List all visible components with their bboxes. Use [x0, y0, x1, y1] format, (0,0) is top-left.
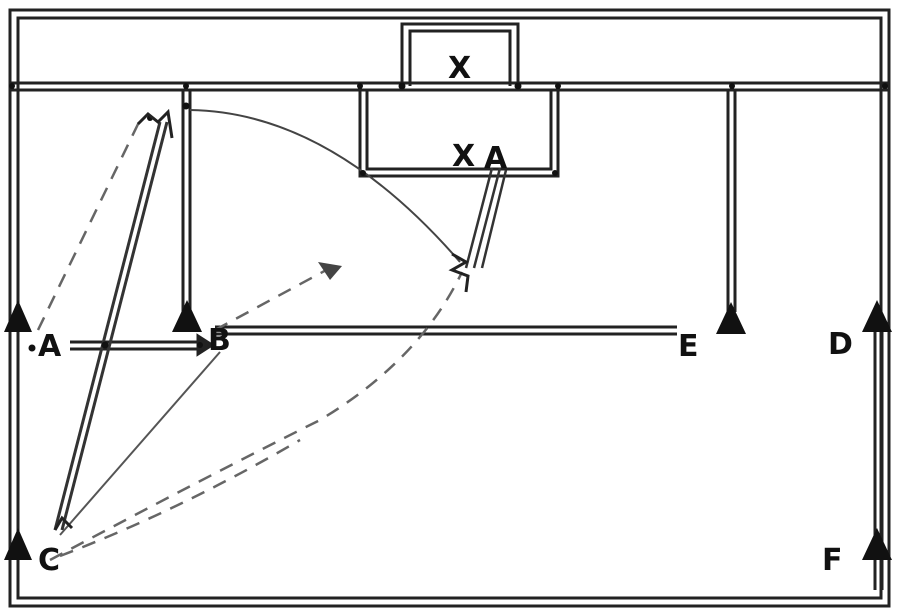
- label-d: D: [828, 327, 853, 362]
- attacker-run: [464, 167, 508, 269]
- label-f: F: [822, 543, 843, 578]
- dashed-passes: [36, 119, 464, 562]
- label-c: C: [38, 543, 60, 578]
- dashed-c-to-a-arc: [49, 271, 464, 562]
- player-icon: [53, 515, 74, 531]
- player-icon: [448, 252, 470, 293]
- field-outline: [8, 8, 891, 608]
- goal-line: [10, 81, 889, 92]
- left-channel-line: [181, 90, 192, 312]
- dashed-b-to-mid: [214, 266, 331, 332]
- defender-label: X: [452, 139, 475, 174]
- label-b: B: [208, 323, 231, 358]
- attacker-label: A: [484, 141, 508, 176]
- goal-box: [400, 22, 520, 86]
- horizontal-line-b-e: [215, 325, 677, 336]
- pass-c-to-b: [59, 351, 221, 536]
- outer-boundary: [8, 8, 891, 608]
- junction-dots: [9, 82, 888, 352]
- cones: [4, 300, 892, 560]
- goal-keeper-label: X: [448, 51, 471, 86]
- cone-icon: [4, 300, 32, 332]
- curved-run-line: [189, 109, 461, 263]
- player-icon: [136, 108, 174, 139]
- cone-icon: [862, 528, 892, 560]
- dashed-arrowhead: [318, 262, 342, 280]
- label-a: A: [38, 329, 62, 364]
- cone-icon: [4, 528, 32, 560]
- dashed-c-lower-arc: [59, 438, 301, 558]
- inner-boundary: [16, 16, 883, 600]
- cone-icon: [172, 300, 202, 332]
- run-c-to-top: [53, 121, 169, 531]
- right-channel-line: [726, 90, 737, 312]
- six-yard-box: [358, 90, 560, 178]
- cone-icon: [716, 302, 746, 334]
- pass-a-to-b: [70, 333, 215, 357]
- dashed-a-to-top: [36, 119, 142, 331]
- label-e: E: [678, 329, 699, 364]
- player-marks: [53, 108, 470, 531]
- cone-icon: [862, 300, 892, 332]
